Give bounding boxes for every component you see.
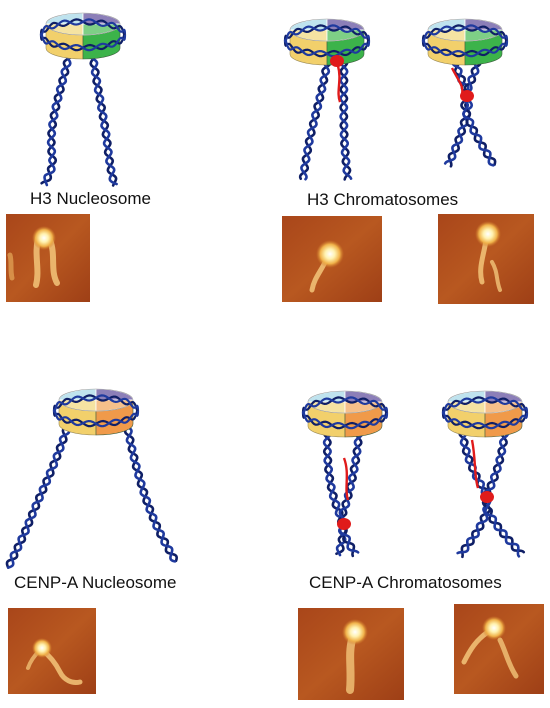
cenpa-chromatosome-2-dna-arm-left [456,418,492,559]
cenpa-nucleosome-dna-arm-right [122,416,179,563]
afm-h3-chromatosome-2 [438,214,534,304]
cenpa-nucleosome-label: CENP-A Nucleosome [14,573,177,592]
cenpa-nucleosome-histone-core [52,388,140,436]
h3-chromatosome-1-histone-core [283,18,371,66]
h3-chromatosome-2-dna-arm-right [460,56,497,167]
afm-cenpa-nucleosome [8,608,96,694]
cenpa-chromatosome-2-diagram [441,390,529,559]
h3-chromatosomes-label: H3 Chromatosomes [307,190,458,209]
h3-chromatosome-2-linker-histone [460,90,474,102]
cenpa-chromatosome-2-linker-tail [470,439,480,489]
cenpa-nucleosome-diagram [5,388,179,569]
h3-chromatosome-1-linker-histone [330,55,344,67]
h3-nucleosome-dna-arm-left [40,48,74,187]
cenpa-chromatosomes-label: CENP-A Chromatosomes [309,573,502,592]
cenpa-chromatosome-2-dna-arm-right [481,418,526,558]
h3-chromatosome-2-diagram [421,18,509,168]
afm-cenpa-chromatosome-1 [298,608,404,700]
cenpa-chromatosome-1-linker-tail [342,457,350,501]
h3-chromatosome-1-dna-arm-left [298,56,332,181]
afm-h3-nucleosome [6,214,90,302]
h3-chromatosome-2-histone-core [421,18,509,66]
cenpa-nucleosome-dna-arm-left [5,416,74,569]
cenpa-chromatosome-2-linker-histone [480,491,494,503]
h3-nucleosome-label: H3 Nucleosome [30,189,151,208]
h3-chromatosome-1-dna-arm-right [339,56,353,181]
h3-nucleosome-dna-arm-right [88,48,118,187]
cenpa-chromatosome-1-histone-core [301,390,389,438]
cenpa-chromatosome-1-linker-histone [337,518,351,530]
cenpa-chromatosome-1-diagram [301,390,389,558]
h3-nucleosome-histone-core [39,12,127,60]
h3-chromatosome-1-linker-tail [336,65,342,103]
afm-h3-chromatosome-1 [282,216,382,302]
cenpa-chromatosome-2-histone-core [441,390,529,438]
afm-cenpa-chromatosome-2 [454,604,544,694]
h3-chromatosome-1-diagram [283,18,371,181]
h3-nucleosome-diagram [39,12,127,187]
